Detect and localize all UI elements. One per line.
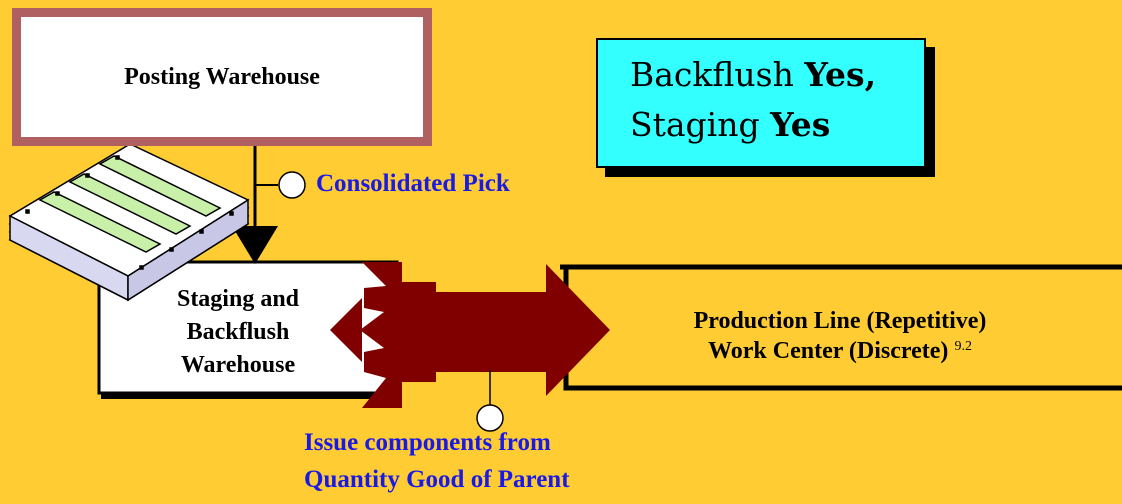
staging-warehouse-label: Staging and Backflush Warehouse: [128, 283, 348, 382]
staging-line-2: Backflush: [186, 319, 290, 345]
issue-line-2: Quantity Good of Parent: [304, 466, 570, 493]
production-line-1: Production Line (Repetitive): [693, 308, 987, 334]
production-line-label: Production Line (Repetitive) Work Center…: [600, 306, 1080, 366]
consolidated-pick-label: Consolidated Pick: [316, 170, 510, 197]
consolidated-pick-arrow: [232, 146, 278, 264]
staging-word: Staging: [630, 105, 760, 144]
posting-warehouse-box: Posting Warehouse: [12, 8, 432, 146]
backflush-value: Yes,: [804, 55, 877, 94]
staging-line-3: Warehouse: [180, 352, 296, 378]
production-ref: 9.2: [954, 339, 972, 354]
issue-line-1: Issue components from: [304, 429, 551, 456]
settings-badge: Backflush Yes, Staging Yes: [596, 38, 926, 168]
backflush-word: Backflush: [630, 55, 794, 94]
staging-value: Yes: [770, 105, 831, 144]
staging-line-1: Staging and: [176, 286, 300, 312]
issue-flow-arrow: [330, 262, 610, 408]
production-line-2: Work Center (Discrete): [708, 338, 949, 364]
posting-warehouse-label: Posting Warehouse: [124, 63, 320, 90]
stacked-paper-icon: [8, 143, 250, 302]
issue-components-label: Issue components from Quantity Good of P…: [304, 424, 570, 498]
